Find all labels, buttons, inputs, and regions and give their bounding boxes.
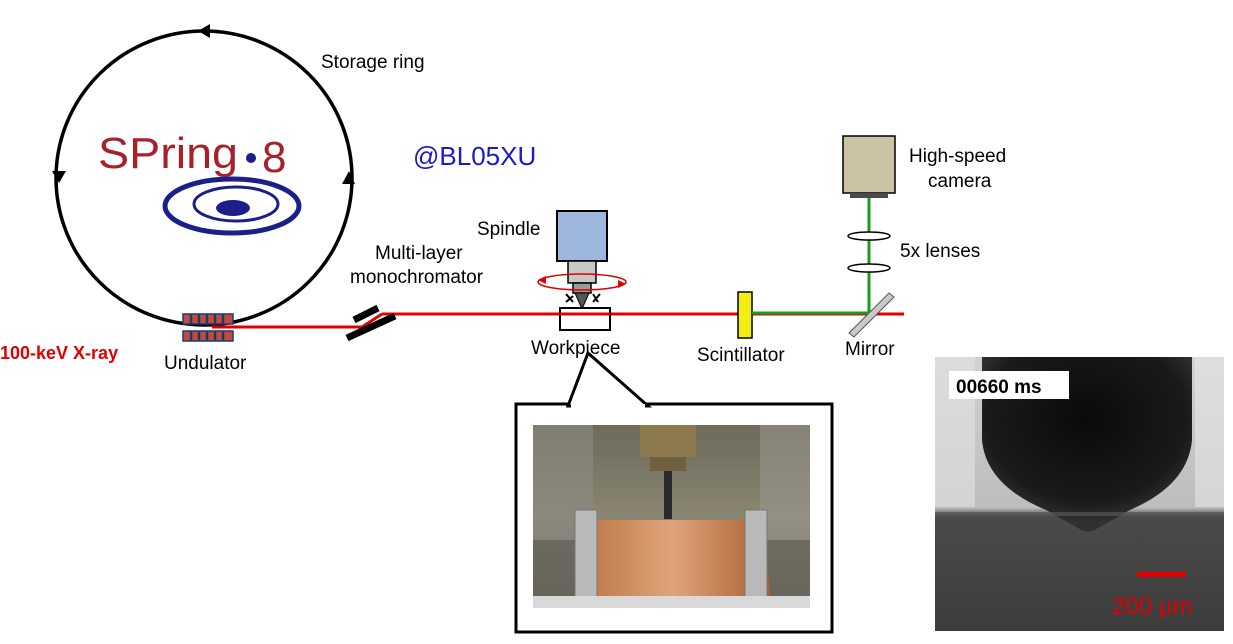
spring8-logo: SPring 8 — [98, 129, 302, 236]
timestamp-box — [949, 371, 1069, 399]
undulator-label: Undulator — [164, 353, 247, 374]
facility-label: @BL05XU — [413, 141, 536, 171]
ring-arrow-right — [342, 171, 355, 184]
scale-bar-label: 200 µm — [1112, 593, 1193, 620]
monochromator — [345, 304, 397, 342]
timestamp-label: 00660 ms — [956, 377, 1042, 398]
logo-orbit-outer — [162, 176, 302, 236]
lenses-label: 5x lenses — [900, 241, 980, 262]
logo-text-left: SPring — [98, 129, 238, 178]
logo-dot — [246, 153, 256, 163]
lenses — [847, 231, 891, 273]
camera-label-line1: High-speed — [909, 146, 1006, 167]
camera-label-line2: camera — [928, 171, 992, 192]
workpiece — [559, 307, 611, 331]
logo-orbit-inner — [192, 185, 280, 223]
logo-text-right: 8 — [262, 133, 286, 182]
monochromator-label-line2: monochromator — [350, 267, 484, 288]
high-speed-camera — [842, 135, 896, 198]
mirror — [848, 292, 895, 338]
xray-image: 00660 ms 200 µm — [935, 357, 1224, 631]
monochromator-label-line1: Multi-layer — [375, 243, 463, 264]
workpiece-label: Workpiece — [531, 338, 620, 359]
mirror-label: Mirror — [845, 339, 895, 360]
logo-core — [216, 200, 250, 216]
workpiece-photo — [533, 425, 810, 608]
storage-ring-label: Storage ring — [321, 52, 425, 73]
spindle-label: Spindle — [477, 219, 540, 240]
ring-arrow-top — [198, 24, 210, 38]
scintillator — [737, 291, 753, 339]
storage-ring — [52, 24, 355, 327]
spindle — [537, 210, 627, 311]
scale-bar — [1137, 572, 1186, 577]
ring-arrow-left — [52, 171, 66, 183]
undulator — [182, 313, 234, 342]
visible-light-path — [752, 198, 871, 315]
scintillator-label: Scintillator — [697, 345, 785, 366]
rotation-arrow — [537, 273, 627, 291]
xray-beam — [212, 312, 904, 329]
xray-label: 100-keV X-ray — [0, 343, 118, 363]
